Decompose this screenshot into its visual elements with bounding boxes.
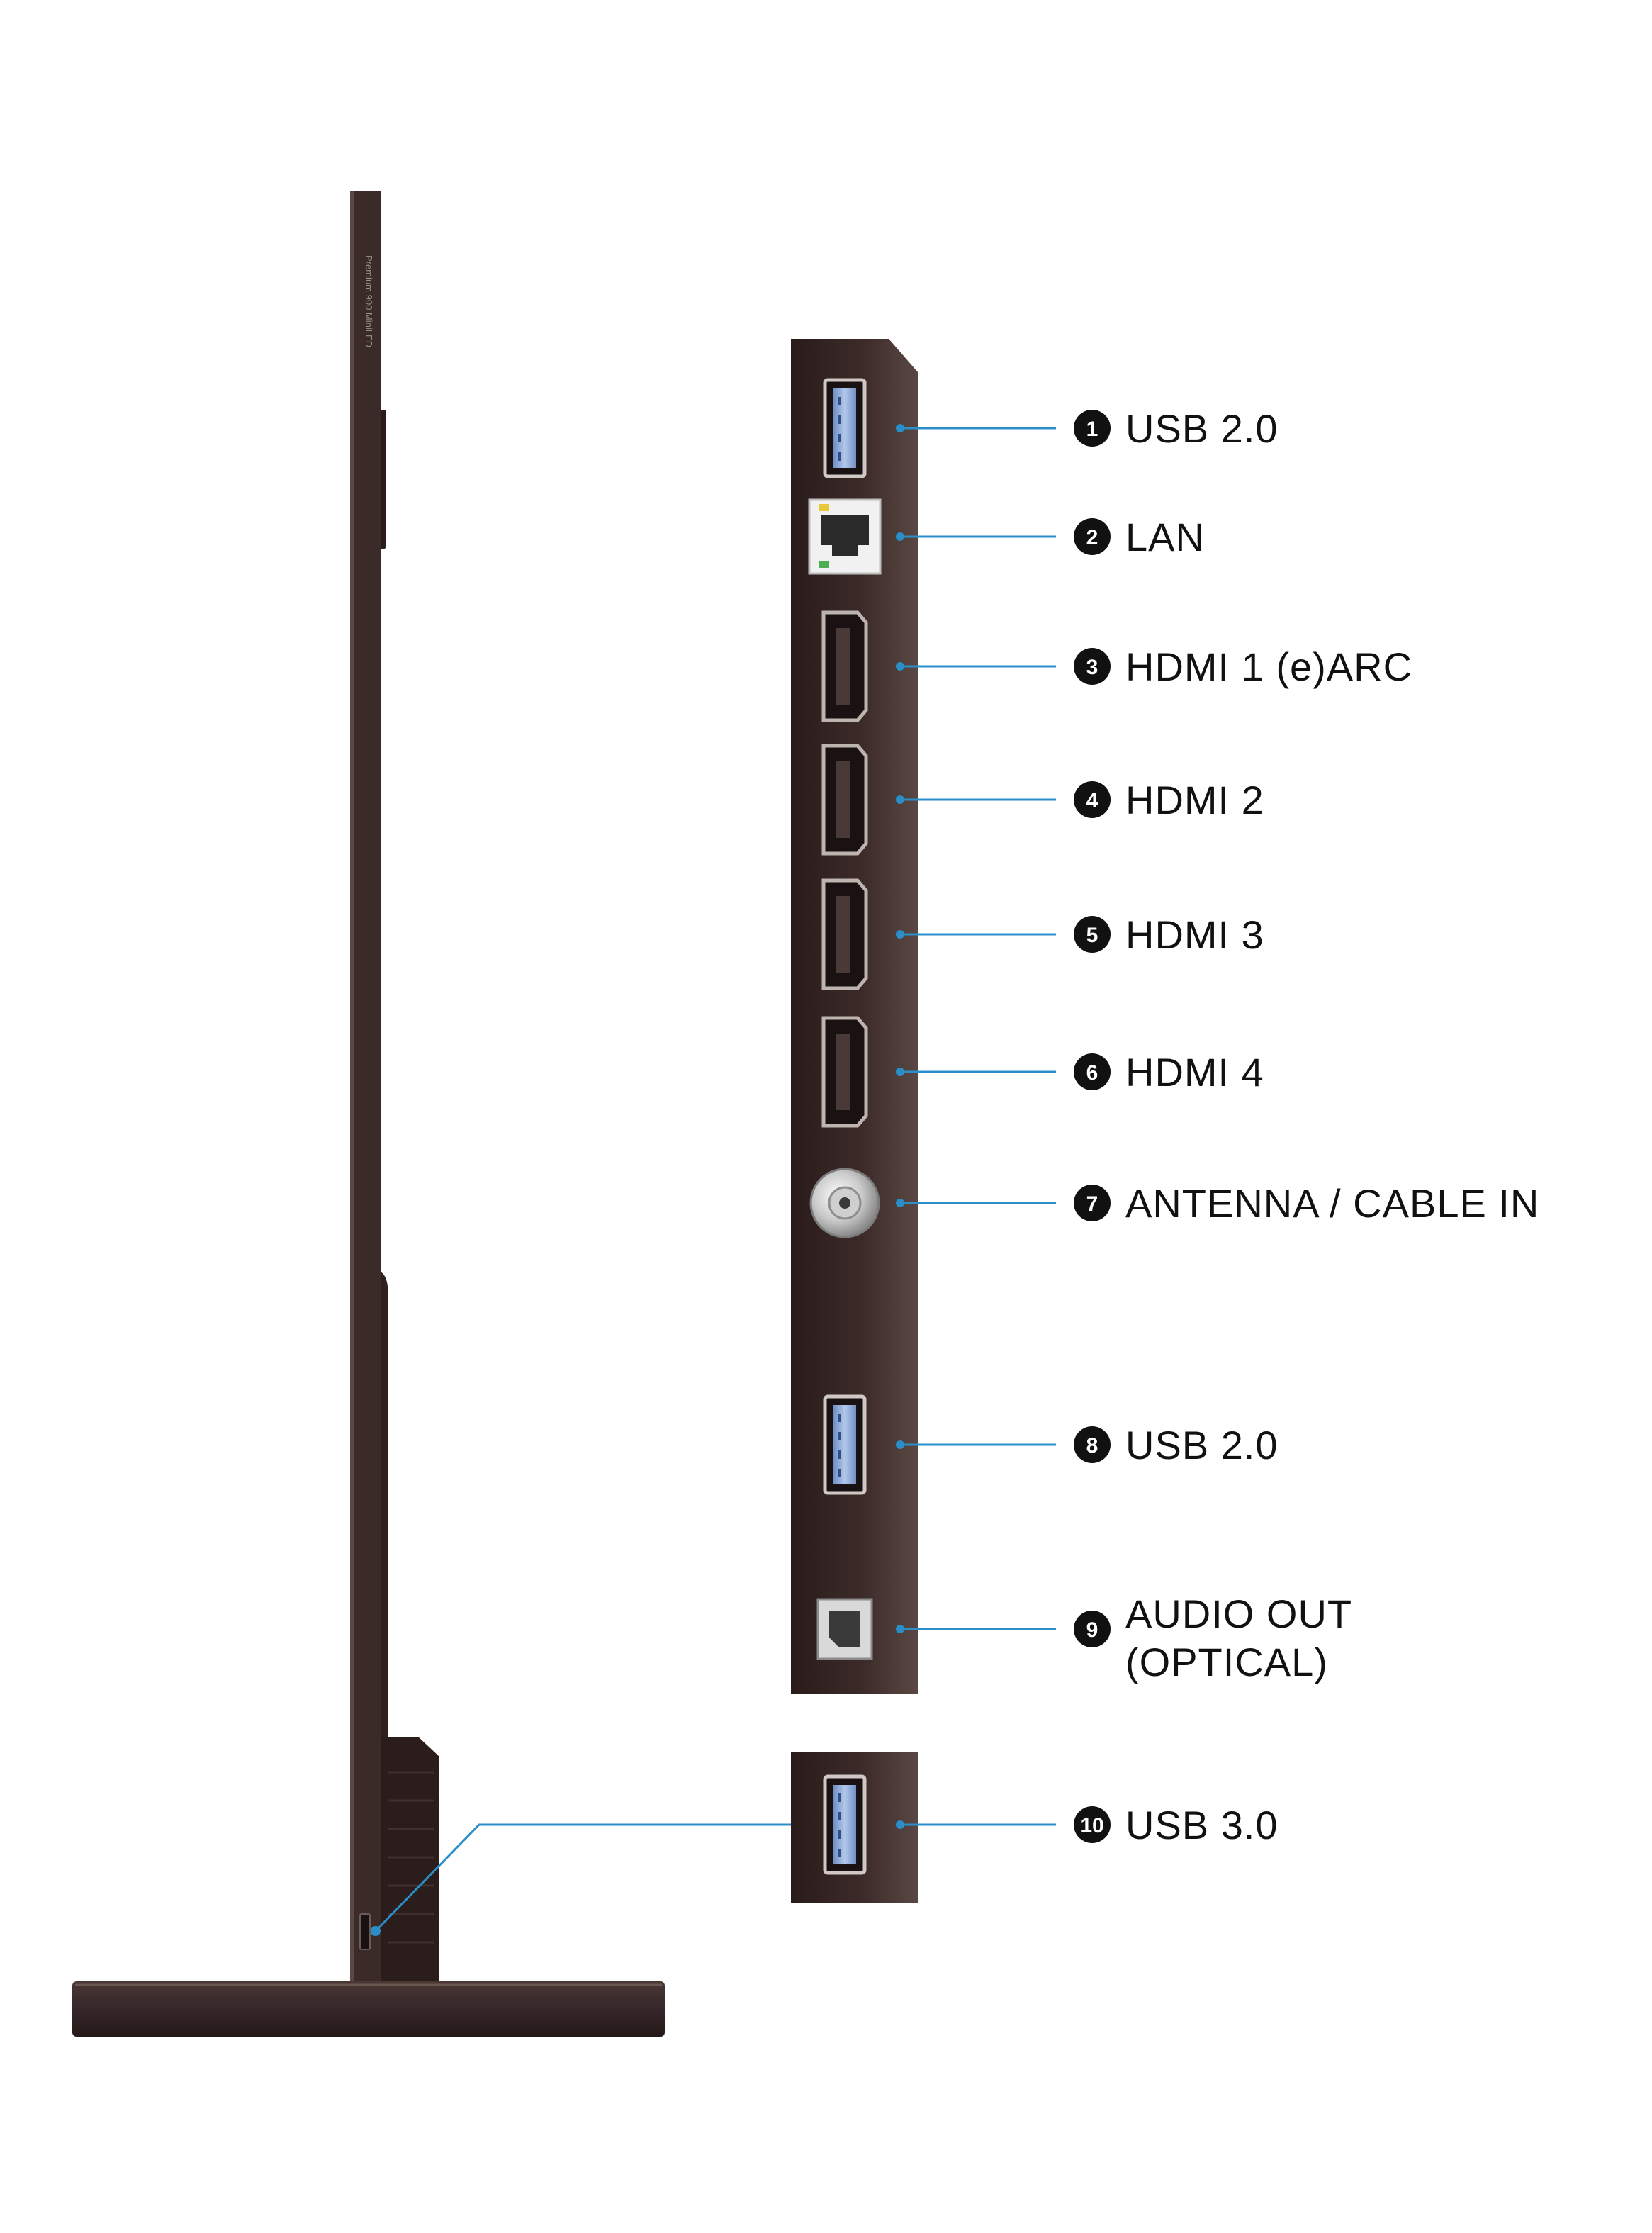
port-label: USB 3.0 bbox=[1125, 1803, 1279, 1847]
port-number: 1 bbox=[1086, 418, 1098, 441]
leader-dot bbox=[896, 1199, 904, 1207]
port-label: ANTENNA / CABLE IN bbox=[1125, 1181, 1539, 1226]
tv-stand-neck bbox=[381, 1737, 439, 1981]
usb-port-icon bbox=[823, 1774, 867, 1875]
tv-panel-edge bbox=[350, 191, 381, 1981]
tv-panel-highlight bbox=[350, 191, 354, 1981]
port-number: 7 bbox=[1086, 1192, 1098, 1216]
hdmi-port-icon bbox=[821, 610, 868, 722]
port-callout-7: 7 ANTENNA / CABLE IN bbox=[896, 1181, 1539, 1226]
port-number: 3 bbox=[1086, 656, 1098, 679]
port-number-badge bbox=[1074, 1806, 1111, 1843]
leader-dot bbox=[896, 1625, 904, 1633]
leader-dot bbox=[896, 795, 904, 804]
port-label: USB 2.0 bbox=[1125, 406, 1279, 451]
tv-side-usb-slot bbox=[359, 1913, 371, 1950]
port-number-badge bbox=[1074, 1426, 1111, 1463]
port-label-line2: (OPTICAL) bbox=[1125, 1640, 1328, 1684]
port-label: LAN bbox=[1125, 515, 1205, 559]
port-number-badge bbox=[1074, 1611, 1111, 1647]
tv-stand-base bbox=[72, 1981, 665, 2037]
port-callout-6: 6 HDMI 4 bbox=[896, 1050, 1264, 1095]
port-label: USB 2.0 bbox=[1125, 1423, 1279, 1467]
hdmi-port-icon bbox=[821, 1016, 868, 1128]
port-label: HDMI 3 bbox=[1125, 912, 1264, 957]
coax-port-icon bbox=[809, 1168, 880, 1238]
port-callout-3: 3 HDMI 1 (e)ARC bbox=[896, 644, 1412, 689]
port-number-badge bbox=[1074, 648, 1111, 685]
usb-3-routing-line bbox=[374, 1823, 791, 1932]
port-callout-2: 2 LAN bbox=[896, 515, 1205, 559]
tv-rear-bulge bbox=[381, 1272, 388, 1738]
port-number-badge bbox=[1074, 916, 1111, 953]
port-label: HDMI 2 bbox=[1125, 778, 1264, 822]
port-number: 9 bbox=[1086, 1618, 1098, 1642]
leader-dot bbox=[896, 424, 904, 432]
port-number: 10 bbox=[1080, 1814, 1103, 1837]
port-number-badge bbox=[1074, 1053, 1111, 1090]
tv-model-text: Premium 900 MiniLED bbox=[364, 255, 374, 347]
usb-port-icon bbox=[823, 378, 867, 478]
port-number: 5 bbox=[1086, 924, 1098, 947]
port-label: HDMI 4 bbox=[1125, 1050, 1264, 1095]
port-number: 8 bbox=[1086, 1434, 1098, 1457]
port-label: AUDIO OUT bbox=[1125, 1591, 1352, 1636]
leader-dot bbox=[896, 1440, 904, 1449]
port-number-badge bbox=[1074, 1185, 1111, 1221]
port-callout-1: 1 USB 2.0 bbox=[896, 406, 1279, 451]
port-icons bbox=[808, 378, 882, 1875]
hdmi-port-icon bbox=[821, 744, 868, 856]
leader-dot bbox=[896, 662, 904, 671]
port-number: 2 bbox=[1086, 526, 1098, 549]
usb-3-side-dot bbox=[371, 1926, 381, 1936]
leader-dot bbox=[896, 532, 904, 541]
port-number-badge bbox=[1074, 518, 1111, 555]
leader-dot bbox=[896, 930, 904, 939]
leader-dot bbox=[896, 1820, 904, 1829]
usb-port-icon bbox=[823, 1394, 867, 1495]
tv-stand-neck-ribs bbox=[388, 1771, 434, 1944]
port-callout-10: 10 USB 3.0 bbox=[896, 1803, 1279, 1847]
port-number: 6 bbox=[1086, 1061, 1098, 1085]
port-callout-4: 4 HDMI 2 bbox=[896, 778, 1264, 822]
port-callout-9: 9 AUDIO OUT(OPTICAL) bbox=[896, 1591, 1352, 1684]
port-callout-8: 8 USB 2.0 bbox=[896, 1423, 1279, 1467]
port-label: HDMI 1 (e)ARC bbox=[1125, 644, 1412, 689]
port-number-badge bbox=[1074, 410, 1111, 447]
port-number-badge bbox=[1074, 781, 1111, 818]
port-number: 4 bbox=[1086, 789, 1098, 812]
optical-port-icon bbox=[816, 1598, 873, 1660]
hdmi-port-icon bbox=[821, 878, 868, 990]
port-callout-5: 5 HDMI 3 bbox=[896, 912, 1264, 957]
tv-side-view: Premium 900 MiniLED bbox=[72, 191, 665, 2037]
ethernet-port-icon bbox=[808, 498, 882, 575]
tv-side-button bbox=[381, 410, 386, 549]
leader-dot bbox=[896, 1068, 904, 1076]
